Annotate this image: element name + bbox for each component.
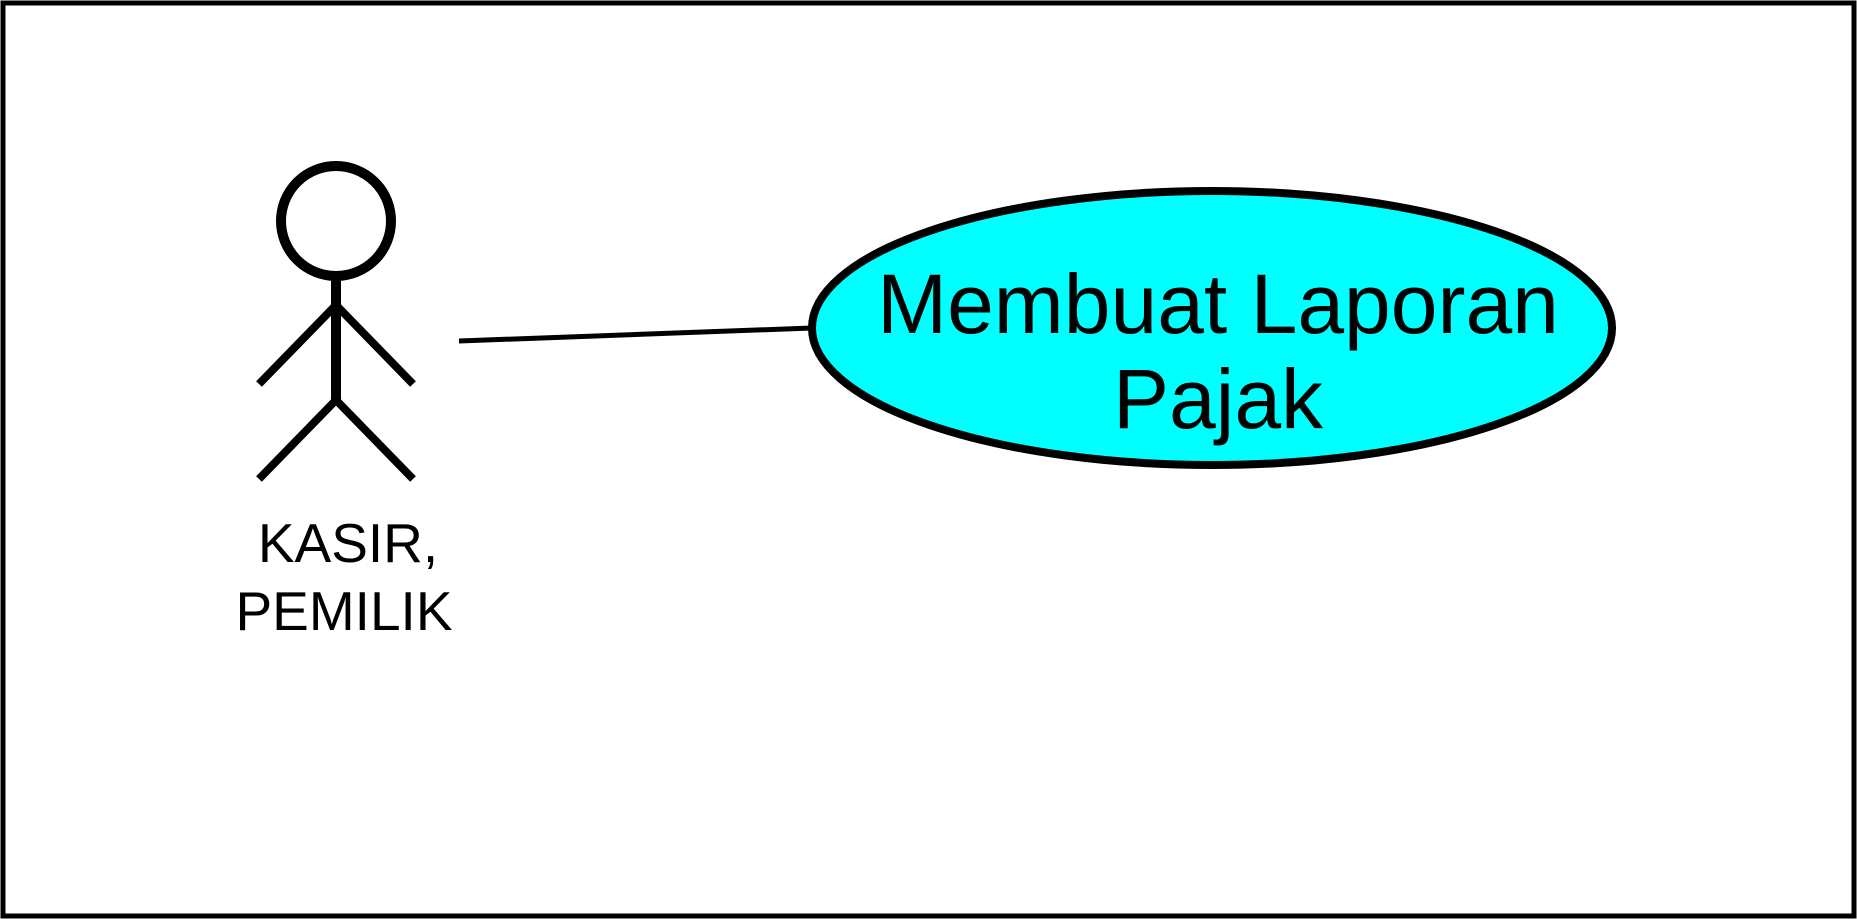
actor-right-arm bbox=[333, 302, 416, 387]
use-case[interactable]: Membuat Laporan Pajak bbox=[808, 187, 1616, 469]
actor-label-line2: PEMILIK bbox=[235, 580, 452, 642]
actor-head bbox=[276, 161, 396, 281]
association-line bbox=[458, 325, 813, 344]
use-case-label-line1: Membuat Laporan bbox=[877, 257, 1559, 351]
actor[interactable]: KASIR, PEMILIK bbox=[235, 161, 453, 642]
use-case-label-line2: Pajak bbox=[1113, 352, 1324, 446]
actor-right-leg bbox=[333, 397, 416, 482]
actor-left-arm bbox=[256, 302, 339, 387]
use-case-ellipse bbox=[808, 187, 1616, 469]
actor-label-line1: KASIR, bbox=[258, 512, 438, 574]
actor-left-leg bbox=[256, 397, 339, 482]
